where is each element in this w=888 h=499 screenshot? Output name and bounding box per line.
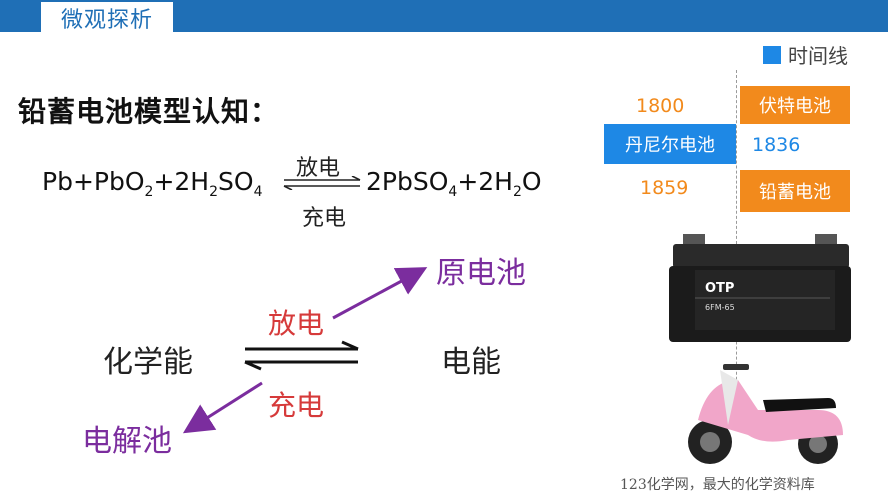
battery-model: 6FM-65 (705, 303, 735, 312)
year-1800: 1800 (636, 95, 685, 117)
eq-right-sub: 2 (512, 184, 522, 200)
daniell-cell-label: 丹尼尔电池 (625, 135, 715, 156)
eq-left-sub: 2 (209, 184, 219, 200)
equation-discharge-label: 放电 (296, 156, 341, 181)
eq-left-part: Pb+PbO (42, 167, 145, 196)
footer-caption: 123化学网，最大的化学资料库 (620, 477, 815, 493)
electrolytic-cell-label: 电解池 (82, 424, 172, 459)
charge-label: 充电 (268, 389, 325, 422)
electric-energy-label: 电能 (441, 345, 501, 380)
daniell-cell-box: 丹尼尔电池 (604, 124, 736, 164)
scooter-image (688, 364, 843, 464)
eq-left-sub: 2 (144, 184, 154, 200)
voltaic-battery-box: 伏特电池 (740, 86, 850, 124)
discharge-arrow (332, 267, 428, 320)
section-tab[interactable] (41, 0, 173, 40)
eq-right-sub: 4 (448, 184, 458, 200)
equation-left: Pb+PbO2+2H2SO4 (42, 167, 262, 200)
year-1859: 1859 (640, 177, 689, 199)
eq-left-sub: 4 (253, 184, 263, 200)
lead-acid-battery-label: 铅蓄电池 (759, 182, 831, 203)
eq-right-part: O (521, 167, 542, 196)
legend-square-icon (763, 46, 781, 64)
equation-right: 2PbSO4+2H2O (366, 167, 542, 200)
chemical-energy-label: 化学能 (103, 345, 193, 380)
eq-left-part: SO (218, 167, 254, 196)
section-tab-label: 微观探析 (60, 8, 153, 33)
eq-right-part: 2PbSO (366, 167, 449, 196)
discharge-label: 放电 (268, 307, 325, 340)
voltaic-battery-label: 伏特电池 (759, 96, 831, 117)
eq-left-part: +2H (153, 167, 210, 196)
equation-charge-label: 充电 (302, 206, 347, 231)
charge-arrow (182, 381, 263, 434)
primary-cell-label: 原电池 (436, 256, 526, 291)
legend-label: 时间线 (788, 44, 848, 68)
battery-brand: OTP (705, 281, 734, 296)
eq-right-part: +2H (457, 167, 513, 196)
lead-acid-battery-box: 铅蓄电池 (740, 170, 850, 212)
slide-title: 铅蓄电池模型认知： (18, 95, 280, 128)
year-1836: 1836 (752, 134, 801, 156)
equation-reversible-arrow (283, 176, 361, 190)
battery-image: OTP 6FM-65 (669, 234, 851, 342)
